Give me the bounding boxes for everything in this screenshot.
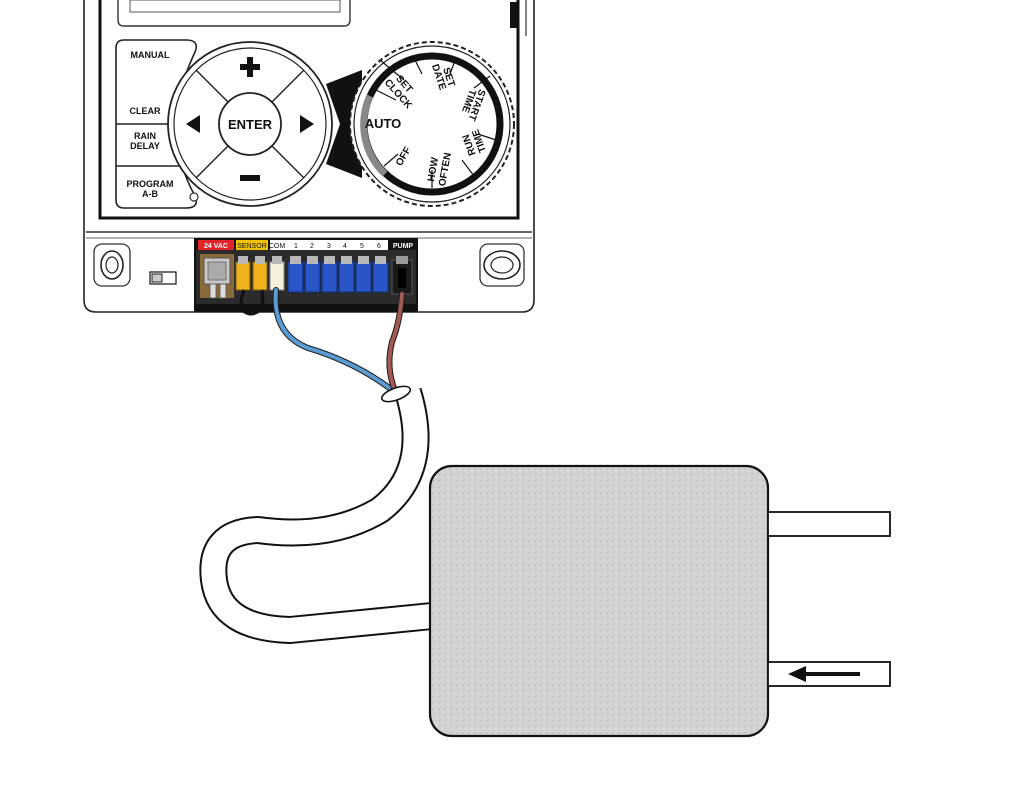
- dial-pointer: [326, 70, 362, 178]
- zone-terminal-5[interactable]: [355, 256, 372, 293]
- zone-label-6: 6: [377, 243, 381, 250]
- terminal-label-bar: 24 VAC SENSOR COM 1 2 3 4 5 6 PUMP: [198, 240, 416, 250]
- right-arrow-button[interactable]: [300, 115, 314, 133]
- mode-dial[interactable]: [349, 41, 515, 207]
- sensor-terminal[interactable]: [235, 256, 268, 291]
- battery-switch[interactable]: [149, 271, 177, 285]
- sensor-label: SENSOR: [237, 243, 267, 250]
- left-arrow-button[interactable]: [186, 115, 200, 133]
- vac-label: 24 VAC: [204, 243, 228, 250]
- zone-label-4: 4: [343, 243, 347, 250]
- clear-button[interactable]: CLEAR: [130, 106, 161, 116]
- right-arrow-icon: [300, 115, 314, 133]
- zone-terminal-1[interactable]: [287, 256, 304, 293]
- clear-label: CLEAR: [130, 106, 161, 116]
- rain-delay-button[interactable]: RAIN DELAY: [130, 131, 160, 151]
- zone-terminal-6[interactable]: [372, 256, 389, 293]
- relay-plug-prong-bottom: [767, 661, 891, 687]
- minus-button[interactable]: [240, 175, 260, 181]
- rain-delay-label-line1: RAIN: [134, 131, 156, 141]
- plus-button[interactable]: [240, 57, 260, 77]
- sensor-jumper-wire: [239, 289, 265, 316]
- pump-terminal[interactable]: [391, 256, 413, 295]
- manual-label: MANUAL: [131, 50, 170, 60]
- dial-auto-label: AUTO: [365, 116, 402, 131]
- sensor-label-bg: [236, 240, 268, 250]
- program-label-line1: PROGRAM: [127, 179, 174, 189]
- program-label-line2: A-B: [142, 189, 158, 199]
- manual-button[interactable]: MANUAL: [131, 50, 170, 60]
- pump-wire-red-fill: [387, 292, 404, 390]
- com-label: COM: [269, 243, 286, 250]
- vac-label-bg: [198, 240, 234, 250]
- zone-terminal-3[interactable]: [321, 256, 338, 293]
- mounting-hole-right: [479, 243, 525, 287]
- zone-label-1: 1: [294, 243, 298, 250]
- vac-terminal[interactable]: [200, 254, 234, 299]
- pump-relay-box: [428, 464, 770, 738]
- enter-label: ENTER: [228, 117, 273, 132]
- com-wire-blue-fill: [273, 288, 394, 392]
- pump-label: PUMP: [393, 243, 414, 250]
- com-terminal[interactable]: [269, 256, 285, 291]
- mounting-hole-left: [93, 243, 131, 287]
- enter-button[interactable]: ENTER: [218, 92, 282, 156]
- zone-terminal-2[interactable]: [304, 256, 321, 293]
- rain-delay-label-line2: DELAY: [130, 141, 160, 151]
- dial-how-often-line1: HOW: [426, 156, 441, 183]
- left-arrow-icon: [186, 115, 200, 133]
- relay-plug-prong-top: [767, 511, 891, 537]
- cable-sheath: [199, 385, 434, 644]
- side-button-panel: [115, 39, 199, 209]
- zone-terminal-4[interactable]: [338, 256, 355, 293]
- arrow-left-icon: [788, 666, 860, 682]
- zone-label-2: 2: [310, 243, 314, 250]
- program-button[interactable]: PROGRAM A-B: [127, 179, 174, 199]
- zone-label-5: 5: [360, 243, 364, 250]
- zone-label-3: 3: [327, 243, 331, 250]
